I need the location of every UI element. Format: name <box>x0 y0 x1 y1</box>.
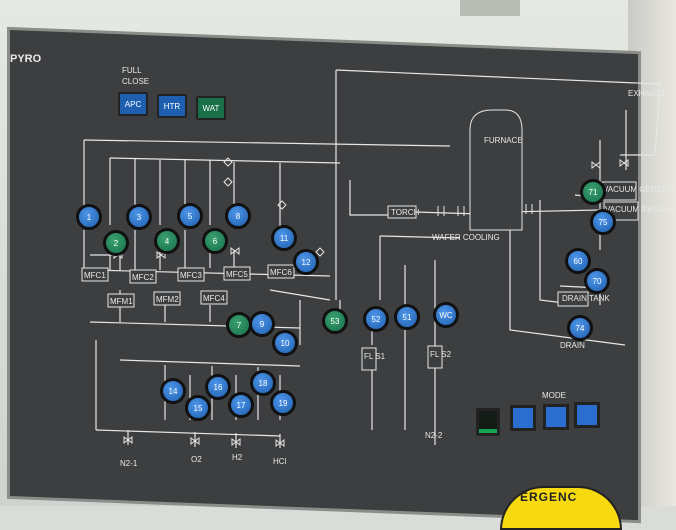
fs2-box <box>427 345 443 369</box>
mode-manu-button[interactable] <box>510 405 536 431</box>
valve-button-71[interactable]: 71 <box>580 179 606 205</box>
valve-button-1[interactable]: 1 <box>76 204 102 230</box>
wafer-cooling-label: WAFER COOLING <box>432 233 500 242</box>
inlet-h2: H2 <box>232 453 243 462</box>
valve-button-11[interactable]: 11 <box>271 225 297 251</box>
mfc3-label: MFC3 <box>180 271 202 280</box>
valve-button-7[interactable]: 7 <box>226 312 252 338</box>
valve-button-wc[interactable]: WC <box>433 302 459 328</box>
emergency-text: ERGENC <box>520 490 578 504</box>
valve-button-53[interactable]: 53 <box>322 308 348 334</box>
mode-remo-button[interactable] <box>574 402 600 428</box>
fs2-label: FL S2 <box>430 350 452 359</box>
furnace-box <box>469 109 523 231</box>
mode-label: MODE <box>542 391 566 400</box>
inlet-n2-1: N2-1 <box>120 459 138 468</box>
drain-tank-label: DRAIN TANK <box>562 294 610 303</box>
mfc6-label: MFC6 <box>270 268 292 277</box>
mfm2-label: MFM2 <box>156 295 179 304</box>
valve-button-19[interactable]: 19 <box>270 390 296 416</box>
mfc2-label: MFC2 <box>132 273 154 282</box>
mfc-boxes: MFC1 MFC2 MFC3 MFC4 MFC5 MFC6 MFM1 MFM2 <box>81 264 295 308</box>
inlet-o2: O2 <box>191 455 202 464</box>
exhaust-label: EXHAUST <box>628 89 666 98</box>
valve-button-74[interactable]: 74 <box>567 315 593 341</box>
full-close-wat-button[interactable]: WAT <box>196 96 226 120</box>
vacuum-generator-label: VACUUM GENERATOR <box>603 185 676 194</box>
panel-title: PYRO <box>10 53 42 65</box>
fs1-box <box>361 347 377 371</box>
valve-button-14[interactable]: 14 <box>160 378 186 404</box>
valve-button-10[interactable]: 10 <box>272 330 298 356</box>
furnace-label: FURNACE <box>484 136 523 145</box>
full-close-htr-button[interactable]: HTR <box>157 94 187 118</box>
full-close-label-1: FULL <box>122 66 142 75</box>
full-close-apc-button[interactable]: APC <box>118 92 148 116</box>
valve-button-18[interactable]: 18 <box>250 370 276 396</box>
mfc4-label: MFC4 <box>203 294 225 303</box>
full-close-label-2: CLOSE <box>122 77 149 86</box>
valve-button-12[interactable]: 12 <box>293 249 319 275</box>
valve-button-75[interactable]: 75 <box>590 209 616 235</box>
valve-button-17[interactable]: 17 <box>228 392 254 418</box>
valve-button-8[interactable]: 8 <box>225 203 251 229</box>
valve-button-3[interactable]: 3 <box>126 204 152 230</box>
valve-button-15[interactable]: 15 <box>185 395 211 421</box>
vacuum-regulator-label: VACUUM REGULATOR <box>605 205 676 214</box>
valve-button-6[interactable]: 6 <box>202 228 228 254</box>
drain-tank-box <box>557 291 589 307</box>
valve-button-2[interactable]: 2 <box>103 230 129 256</box>
mfm1-label: MFM1 <box>110 297 133 306</box>
mode-green-button[interactable] <box>476 408 500 436</box>
inlet-hcl: HCl <box>273 457 287 466</box>
valve-button-60[interactable]: 60 <box>565 248 591 274</box>
torch-label: TORCH <box>391 208 420 217</box>
fs1-label: FL S1 <box>364 352 386 361</box>
piping-diagram: PYRO FULL CLOSE <box>10 53 676 468</box>
mfc5-label: MFC5 <box>226 270 248 279</box>
valve-button-9[interactable]: 9 <box>249 311 275 337</box>
valve-button-16[interactable]: 16 <box>205 374 231 400</box>
mfc1-label: MFC1 <box>84 271 106 280</box>
torch-box <box>387 205 417 219</box>
drain-label: DRAIN <box>560 341 585 350</box>
valve-button-52[interactable]: 52 <box>363 306 389 332</box>
valve-button-51[interactable]: 51 <box>394 304 420 330</box>
inlet-n2-2: N2-2 <box>425 431 443 440</box>
shelf-edge <box>460 0 520 16</box>
mode-auto-button[interactable] <box>543 404 569 430</box>
valve-button-5[interactable]: 5 <box>177 203 203 229</box>
valve-button-70[interactable]: 70 <box>584 268 610 294</box>
manual-valves <box>113 157 629 447</box>
valve-button-4[interactable]: 4 <box>154 228 180 254</box>
